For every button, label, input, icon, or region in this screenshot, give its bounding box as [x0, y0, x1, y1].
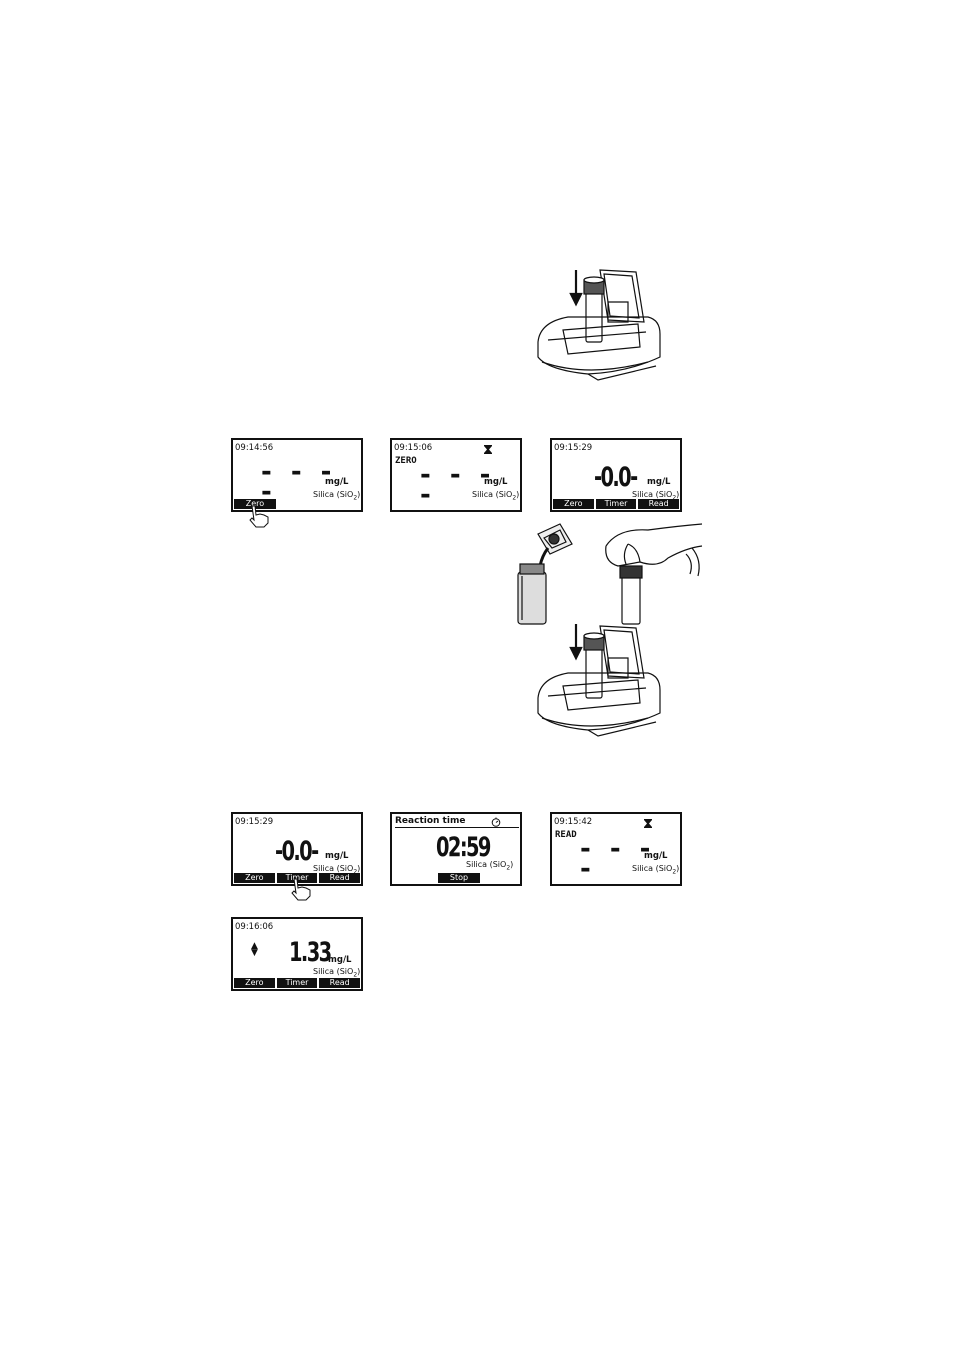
reading-dashes: - - - -: [420, 460, 496, 510]
clock-time: 09:14:56: [235, 443, 274, 453]
up-down-arrows-icon[interactable]: ▲▼: [251, 941, 258, 958]
clock-time: 09:16:06: [235, 922, 274, 932]
display-screen-2: 09:15:06 ZERO - - - - mg/L Silica (SiO2): [390, 438, 522, 512]
display-screen-5: Reaction time 02:59 Silica (SiO2) Stop: [390, 812, 522, 886]
display-screen-7: 09:16:06 ▲▼ 1.33 mg/L Silica (SiO2) Zero…: [231, 917, 363, 991]
unit-label: mg/L: [325, 851, 349, 861]
clock-time: 09:15:29: [235, 817, 274, 827]
read-softkey[interactable]: Read: [319, 978, 361, 988]
parameter-label: Silica (SiO2): [313, 490, 361, 502]
meter-insert-vial-illustration-1: [537, 269, 661, 381]
stop-softkey[interactable]: Stop: [438, 873, 480, 883]
meter-insert-vial-illustration-2: [537, 624, 661, 737]
softkey-bar: Zero Timer Read: [234, 978, 361, 988]
screen-title: Reaction time: [395, 816, 519, 828]
read-softkey[interactable]: Read: [319, 873, 361, 883]
clock-time: 09:15:06: [394, 443, 433, 453]
display-screen-1: 09:14:56 - - - - mg/L Silica (SiO2) Zero: [231, 438, 363, 512]
parameter-label: Silica (SiO2): [632, 864, 680, 876]
unit-label: mg/L: [484, 477, 508, 487]
zero-softkey[interactable]: Zero: [234, 873, 275, 883]
zero-softkey[interactable]: Zero: [234, 499, 276, 509]
zero-softkey[interactable]: Zero: [234, 978, 275, 988]
read-softkey[interactable]: Read: [638, 499, 680, 509]
timer-softkey[interactable]: Timer: [276, 873, 318, 883]
display-screen-6: 09:15:42 READ - - - - mg/L Silica (SiO2): [550, 812, 682, 886]
parameter-label: Silica (SiO2): [472, 490, 520, 502]
zero-softkey[interactable]: Zero: [553, 499, 594, 509]
display-screen-3: 09:15:29 -0.0- mg/L Silica (SiO2) Zero T…: [550, 438, 682, 512]
stopwatch-icon: [491, 817, 501, 827]
timer-softkey[interactable]: Timer: [595, 499, 637, 509]
clock-time: 09:15:42: [554, 817, 593, 827]
parameter-label: Silica (SiO2): [466, 860, 514, 872]
add-reagent-illustration: [517, 523, 573, 625]
unit-label: mg/L: [647, 477, 671, 487]
softkey-bar: Zero Timer Read: [553, 499, 680, 509]
pointing-hand-icon: [291, 878, 311, 901]
reading-dashes: - - - -: [261, 457, 337, 507]
status-label: ZERO: [395, 456, 417, 466]
parameter-label: Silica (SiO2): [313, 967, 361, 979]
reading-value: -0.0-: [594, 462, 638, 493]
shake-vial-illustration: [605, 523, 703, 625]
hourglass-icon: [644, 819, 652, 828]
reading-value: 1.33: [289, 937, 332, 968]
status-label: READ: [555, 830, 577, 840]
reading-value: -0.0-: [275, 836, 319, 867]
hourglass-icon: [484, 445, 492, 454]
unit-label: mg/L: [328, 955, 352, 965]
clock-time: 09:15:29: [554, 443, 593, 453]
unit-label: mg/L: [325, 477, 349, 487]
parameter-label: Silica (SiO2): [632, 490, 680, 502]
reading-dashes: - - - -: [580, 834, 656, 884]
unit-label: mg/L: [644, 851, 668, 861]
softkey-bar: Zero Timer Read: [234, 873, 361, 883]
countdown-value: 02:59: [436, 832, 491, 863]
timer-softkey[interactable]: Timer: [276, 978, 318, 988]
parameter-label: Silica (SiO2): [313, 864, 361, 876]
display-screen-4: 09:15:29 -0.0- mg/L Silica (SiO2) Zero T…: [231, 812, 363, 886]
pointing-hand-icon: [249, 505, 269, 528]
